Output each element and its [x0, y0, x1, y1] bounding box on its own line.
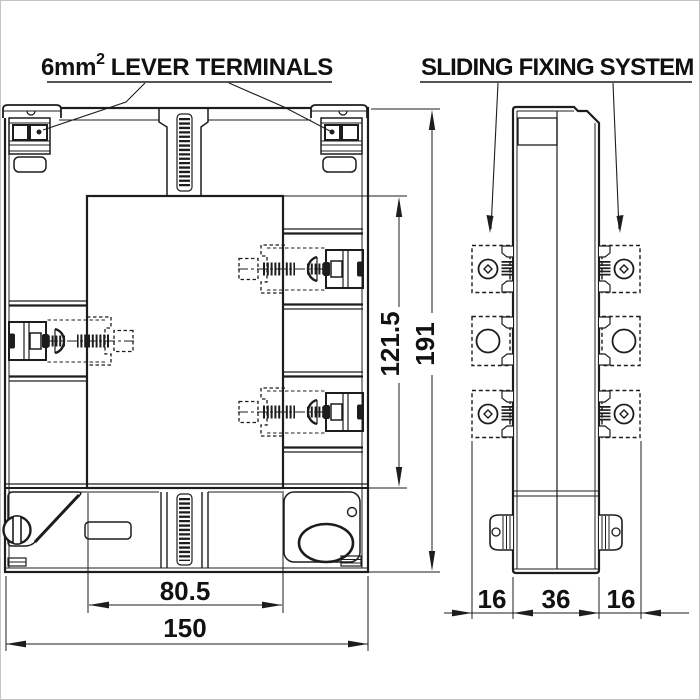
- dim-text-overall-width: 150: [163, 613, 206, 643]
- corner-wedge-panel: [7, 491, 82, 547]
- leader-line-left: [42, 82, 146, 131]
- busbar-clamp-top: [238, 229, 364, 309]
- bottom-ratchet-column: [160, 492, 209, 568]
- base-clamp-right: [599, 514, 623, 551]
- dimension-window-height: 121.5: [283, 195, 407, 489]
- label-recess: [84, 521, 132, 540]
- lever-terminal-right: [310, 104, 368, 173]
- dim-text-window-width: 80.5: [160, 576, 211, 606]
- leader-arrow-right-line: [612, 82, 620, 230]
- side-view: [472, 105, 640, 575]
- leader-line-right: [228, 82, 331, 132]
- sliding-fixing-label: SLIDING FIXING SYSTEM: [421, 54, 694, 81]
- base-clamp-left: [489, 514, 513, 551]
- busbar-clamp-bottom: [238, 372, 364, 452]
- front-view: [2, 104, 368, 574]
- lever-terminal-left: [2, 104, 62, 173]
- side-body-outline: [511, 105, 601, 575]
- vent-slot-right: [340, 555, 362, 567]
- dimension-overall-width: 150: [5, 576, 369, 651]
- dim-text-window-height: 121.5: [375, 311, 405, 376]
- front-base-section: [2, 491, 362, 568]
- busbar-window: [85, 194, 285, 490]
- leader-arrowhead-right: [616, 215, 624, 233]
- leader-dot-left: [36, 129, 42, 135]
- leader-dot-right: [329, 129, 335, 135]
- top-ratchet-column: [158, 108, 209, 196]
- busbar-clamp-left: [8, 301, 134, 381]
- dim-text-left-flange: 16: [478, 584, 507, 614]
- leader-arrow-left-line: [490, 82, 499, 230]
- dim-text-right-flange: 16: [607, 584, 636, 614]
- dim-text-body-depth: 36: [542, 584, 571, 614]
- dimension-overall-height: 191: [369, 108, 440, 573]
- secondary-compartment: [283, 491, 362, 567]
- leader-arrowhead-left: [486, 215, 494, 233]
- callout-sliding-fixing: SLIDING FIXING SYSTEM: [420, 54, 694, 233]
- pilot-hole: [346, 506, 358, 518]
- dimension-side-depths: 16 36 16: [444, 441, 689, 619]
- cable-gland-hole: [297, 522, 355, 564]
- dimension-window-width: 80.5: [87, 493, 284, 613]
- dim-text-overall-height: 191: [410, 322, 440, 365]
